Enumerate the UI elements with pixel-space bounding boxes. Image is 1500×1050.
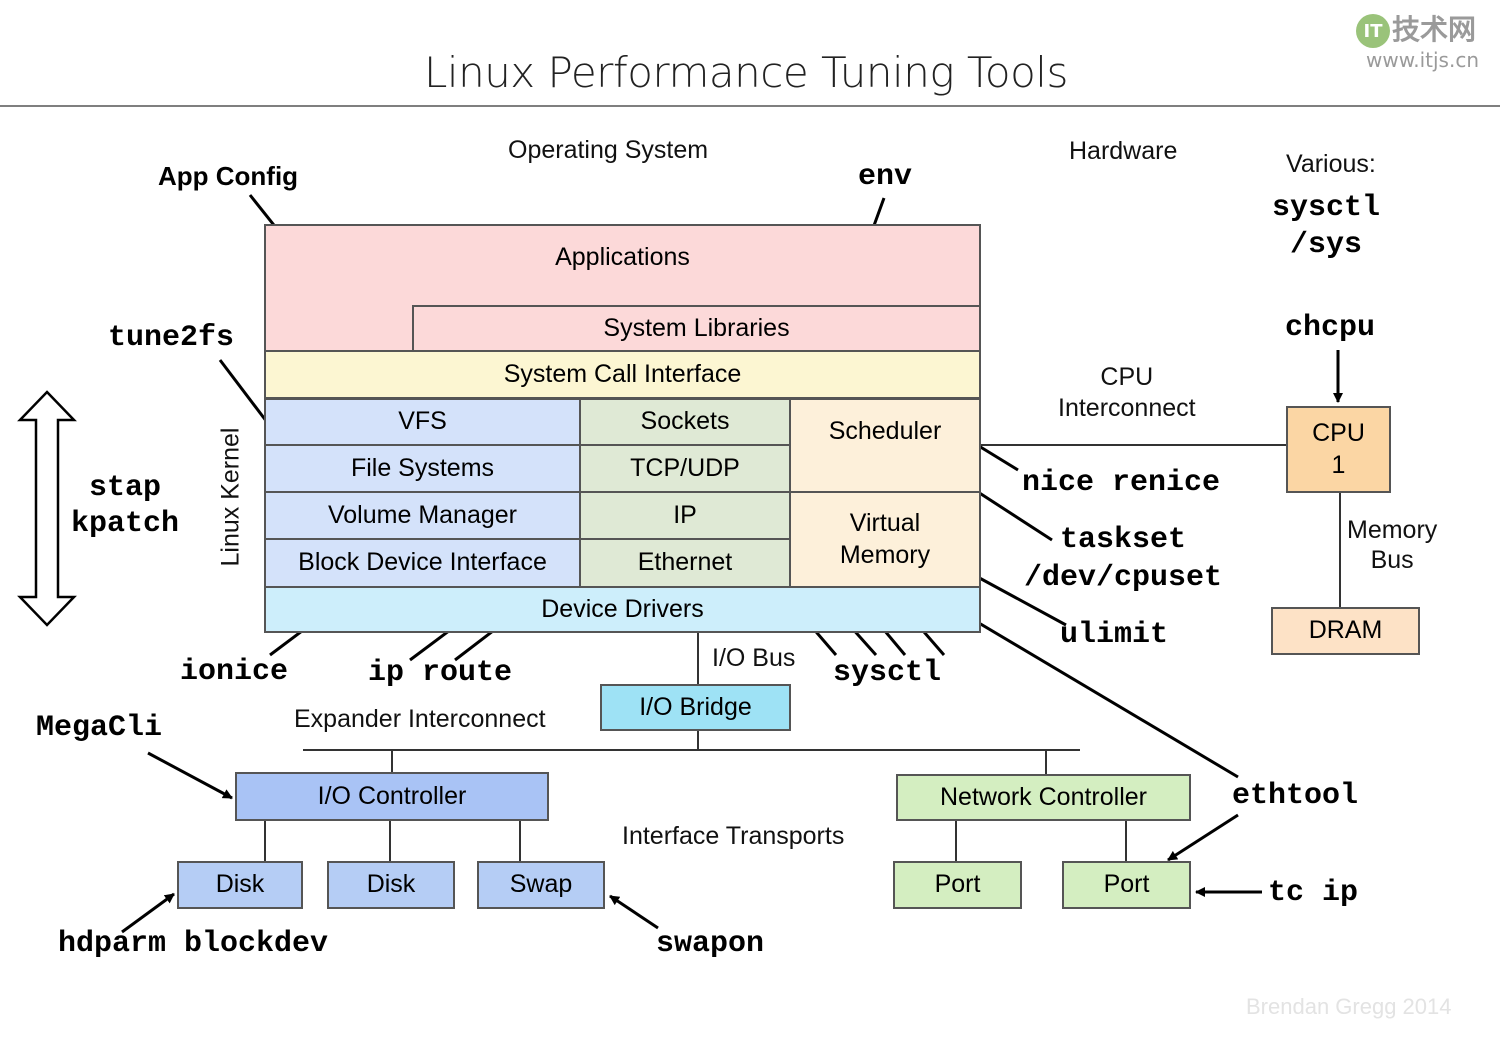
- system-call-interface-layer: System Call Interface: [264, 350, 981, 399]
- swap-box: Swap: [477, 861, 605, 909]
- memory-bus-label: Memory Bus: [1347, 516, 1438, 574]
- various-label: Various:: [1286, 150, 1376, 178]
- file-systems-layer: File Systems: [264, 444, 581, 493]
- io-bridge-box: I/O Bridge: [600, 684, 791, 731]
- tool-ulimit: ulimit: [1060, 618, 1169, 652]
- linux-kernel-label: Linux Kernel: [216, 427, 245, 567]
- tool-hdparm-blockdev: hdparm blockdev: [58, 927, 329, 961]
- tool-sysctl: sysctl: [833, 656, 942, 690]
- volume-manager-layer: Volume Manager: [264, 491, 581, 540]
- hardware-label: Hardware: [1069, 137, 1178, 165]
- tool-megacli: MegaCli: [36, 711, 163, 745]
- tool-ethtool: ethtool: [1232, 779, 1359, 813]
- arrow-megacli: [147, 751, 233, 800]
- vfs-layer: VFS: [264, 398, 581, 446]
- virtual-memory-layer: Virtual Memory: [789, 491, 981, 588]
- dram-box: DRAM: [1271, 607, 1420, 655]
- author-credit: Brendan Gregg 2014: [1246, 994, 1452, 1019]
- tool-tc-ip: tc ip: [1268, 876, 1359, 910]
- system-libraries-layer: System Libraries: [412, 305, 981, 352]
- io-bus-label: I/O Bus: [712, 644, 796, 672]
- tool-ionice: ionice: [180, 655, 289, 689]
- operating-system-label: Operating System: [508, 136, 709, 164]
- tool-taskset-cpuset: taskset /dev/cpuset: [1024, 523, 1223, 595]
- port-box-1: Port: [893, 861, 1022, 909]
- tool-ip-route: ip route: [368, 656, 513, 690]
- expander-interconnect-label: Expander Interconnect: [294, 705, 546, 733]
- arrow-swapon: [609, 894, 659, 930]
- arrow-ethtool-port: [1167, 813, 1239, 862]
- tool-nice-renice: nice renice: [1022, 466, 1221, 500]
- scheduler-layer: Scheduler: [789, 398, 981, 493]
- arrow-hdparm: [121, 892, 175, 934]
- tool-swapon: swapon: [656, 927, 765, 961]
- cpu-interconnect-label: CPU Interconnect: [1058, 363, 1196, 423]
- tcp-udp-layer: TCP/UDP: [579, 444, 791, 493]
- ip-layer: IP: [579, 491, 791, 540]
- stap-double-arrow-icon: [17, 390, 77, 627]
- device-drivers-layer: Device Drivers: [264, 586, 981, 633]
- arrow-ethtool-drivers: [951, 605, 1239, 779]
- port-box-2: Port: [1062, 861, 1191, 909]
- tool-tune2fs: tune2fs: [108, 321, 235, 355]
- page-title: Linux Performance Tuning Tools: [424, 48, 1068, 97]
- disk-box-2: Disk: [327, 861, 455, 909]
- tool-sysctl-sys: sysctl /sys: [1272, 191, 1381, 262]
- watermark-url: www.itjs.cn: [1366, 48, 1479, 72]
- block-device-interface-layer: Block Device Interface: [264, 538, 581, 588]
- watermark-logo-icon: IT: [1356, 14, 1390, 48]
- watermark-brand: 技术网: [1392, 13, 1477, 46]
- ethernet-layer: Ethernet: [579, 538, 791, 588]
- network-controller-box: Network Controller: [896, 774, 1191, 821]
- io-controller-box: I/O Controller: [235, 772, 549, 821]
- sockets-layer: Sockets: [579, 398, 791, 446]
- cpu-box: CPU 1: [1286, 406, 1391, 493]
- tool-stap-kpatch: stap kpatch: [71, 471, 180, 541]
- disk-box-1: Disk: [177, 861, 303, 909]
- tool-env: env: [858, 160, 913, 194]
- tool-chcpu: chcpu: [1285, 311, 1376, 345]
- tool-app-config: App Config: [158, 161, 299, 191]
- interface-transports-label: Interface Transports: [622, 822, 845, 850]
